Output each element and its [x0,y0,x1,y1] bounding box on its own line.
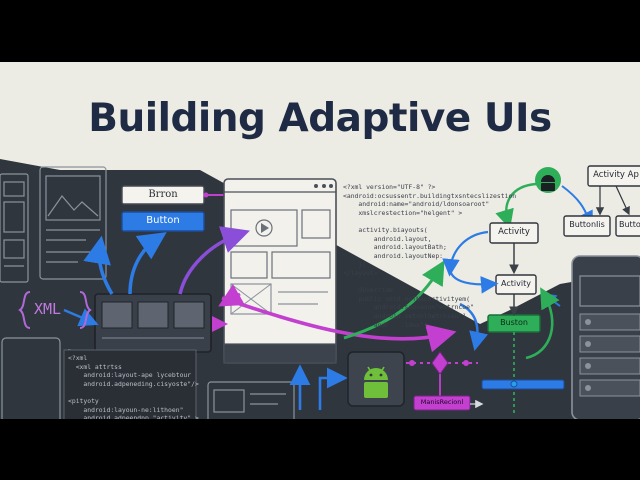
buston-label[interactable]: Buston [500,318,528,327]
code-line [68,388,199,397]
code-line: android:layoun-ne:lithoen" [68,405,184,414]
code-line: andr .ldex") [343,320,428,329]
bottom-window [207,381,295,419]
activity-top-label[interactable]: Activity [498,227,530,237]
code-line: android:layout-ape lycebtour [68,371,192,380]
code-snippet-top: <?xml version="UTF-8" ?><android:ocsusse… [343,183,516,329]
code-line [343,278,516,287]
activity-mid-label[interactable]: Activity [501,279,531,288]
brron-label[interactable]: Brron [148,189,178,200]
grid-component [94,293,212,353]
left-wireframe [0,173,29,283]
code-snippet-bottom: <?xml <xml attrtss android:layout-ape ly… [68,354,199,419]
code-line: public void noTNeoActivityem( [343,294,470,303]
xml-label: XML [34,300,62,318]
code-line: android.setonlhetchsen"] [343,311,467,320]
code-line: </layout> [343,268,378,277]
code-line: <?xml [68,354,88,362]
android-logo-top [535,167,561,193]
buttonlis-label[interactable]: ButtonIis [569,220,605,229]
code-line: android:name="android/ldonsoaroot" [343,200,490,209]
activity-ap-label[interactable]: Activity Ap [593,170,639,180]
code-line: <android:ocsussentr.buildingtxsntecslize… [343,191,517,200]
code-line: android.layoutNep: [343,251,444,260]
android-logo-bottom [364,366,388,398]
code-line: <?xml version="UTF-8" ?> [343,183,436,191]
code-line: android.layout, [343,234,432,243]
code-line: <pityoty [68,396,99,405]
code-line: xmslcrestection="helgent" > [343,208,463,217]
browser-window [223,178,337,364]
code-line: android.layoutBath; [343,243,447,252]
manis-box [413,395,471,411]
page-title: Building Adaptive UIs [88,96,552,141]
button-label[interactable]: Button [146,215,180,226]
buttonlis-box [563,215,611,237]
code-line: @Override [343,286,394,295]
code-line: android.adpeendnp."activity" > [68,414,199,419]
button-box [121,211,205,232]
manis-label: ManisRecionl [420,398,464,406]
illustration: Building Adaptive UIs Brron Button XML A… [0,62,640,419]
code-line: }) [343,260,367,269]
xml-braces [18,291,92,329]
code-line: android.adpeneding.cisyoste"/> [68,379,199,388]
code-line: <xml attrtss [68,362,122,371]
right-phone [571,255,640,419]
code-line: activity.biayouts( [343,225,428,234]
code-line: android.soncesn="eetrncoe" [343,303,474,312]
code-line [343,217,516,226]
buttor-label[interactable]: Buttor [619,220,640,229]
bottom-left-code-panel [63,349,197,419]
buttor-box [615,215,640,237]
bottom-right-bar [481,379,565,390]
bottom-left-phone [1,337,61,419]
